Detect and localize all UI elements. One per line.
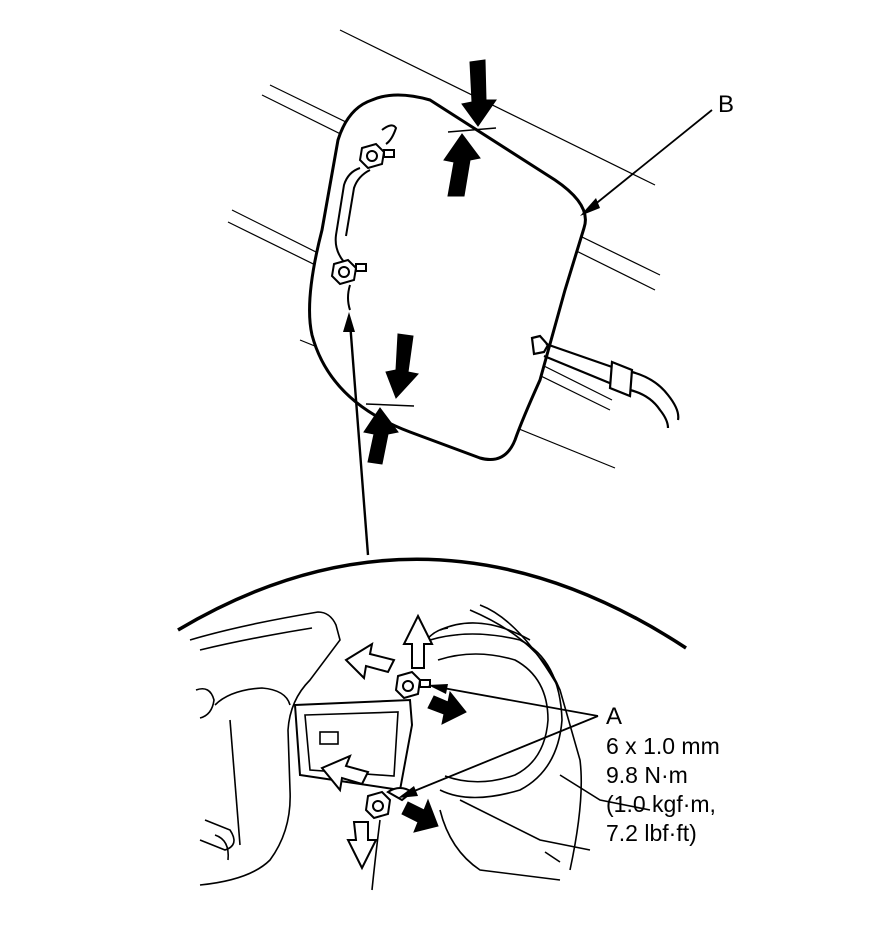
fuel-fill-door	[308, 93, 587, 461]
spec-line-4: 7.2 lbf·ft)	[606, 820, 697, 846]
spec-line-3: (1.0 kgf·m,	[606, 791, 716, 817]
spec-line-1: 6 x 1.0 mm	[606, 733, 720, 759]
vehicle-body-arc	[177, 557, 687, 650]
door-hinge-nut-upper	[358, 142, 395, 170]
callout-a: A	[606, 703, 622, 730]
leader-a-arrowhead-2	[398, 786, 418, 798]
clearance-arrow-bottom	[363, 333, 419, 465]
leader-b	[580, 109, 713, 216]
solid-arrows	[401, 690, 467, 833]
hollow-arrows	[320, 613, 434, 871]
opener-cable	[530, 334, 680, 429]
hinge-bolt-lower	[364, 787, 414, 820]
clearance-arrow-top	[443, 59, 497, 197]
torque-spec: 6 x 1.0 mm 9.8 N·m (1.0 kgf·m, 7.2 lbf·f…	[606, 733, 720, 846]
leader-a	[401, 685, 599, 797]
door-hinge-arm	[334, 124, 398, 311]
hinge-bolt-upper	[394, 670, 431, 700]
detail-pointer-line	[343, 312, 370, 556]
callout-b: B	[718, 91, 734, 118]
door-hinge-nut-lower	[330, 258, 367, 286]
spec-line-2: 9.8 N·m	[606, 762, 688, 788]
leader-a-arrowhead-1	[428, 684, 448, 694]
